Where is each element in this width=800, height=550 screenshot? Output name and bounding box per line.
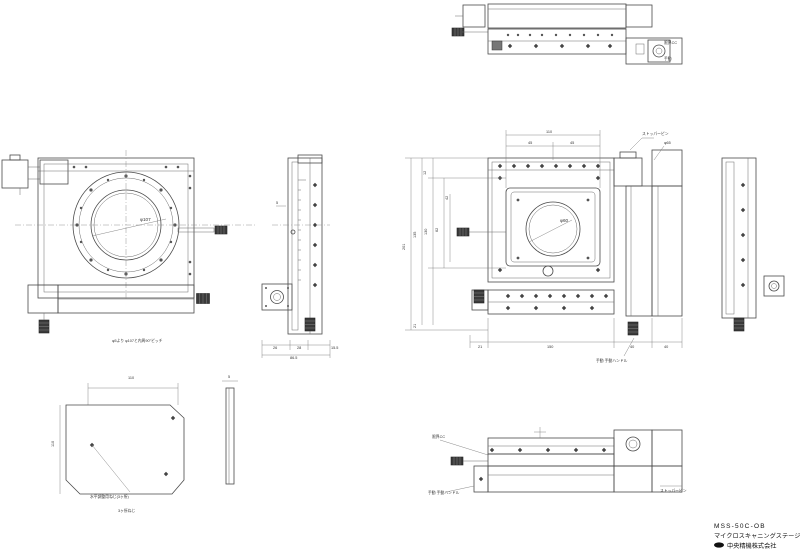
xy-dim-v4: 62	[435, 228, 439, 232]
xy-dim-b3: 40	[630, 345, 634, 349]
plate-height-label: 110	[51, 441, 55, 447]
xy-dim-v2: 135	[413, 232, 417, 238]
top-elevation-view: 限界CC 手動	[451, 3, 683, 65]
rotation-table-holes	[75, 174, 177, 276]
xy-dim-v6: 12	[423, 171, 427, 175]
xy-stage-front-view: 限界CC 手動 手動ハンドル ストッパーピン	[428, 427, 687, 495]
front-callout-2: 手動 手動ハンドル	[428, 490, 460, 495]
product-name: マイクロスキャニングステージ	[714, 532, 800, 540]
plate-thickness-label: 5	[228, 375, 230, 379]
title-block: MSS-50C-OB マイクロスキャニングステージ 中央精機株式会社	[714, 523, 800, 550]
xy-dim-b2: 150	[547, 345, 553, 349]
plate-note-1: 水平調整用ねじ(3ヶ所)	[90, 494, 130, 499]
top-view-hole-row	[506, 33, 614, 49]
xy-dim-h-top: 110	[546, 130, 552, 134]
front-callout-1: 限界CC	[432, 434, 445, 439]
xy-dim-h-right: 45	[570, 141, 574, 145]
xy-dim-b1: 21	[478, 345, 482, 349]
xy-stage-side-view	[721, 157, 785, 332]
xy-callout-3: 手動 手動ハンドル	[596, 358, 628, 363]
plate-width-label: 110	[128, 376, 134, 380]
xy-stage-plan-view: φ60 201 135 130 62 42 12 21 110 45 45	[402, 130, 683, 363]
side-dim-2: 28	[297, 346, 301, 350]
top-view-label-b: 手動	[664, 56, 672, 61]
xy-dim-v3: 130	[424, 229, 428, 235]
xy-dim-v1: 201	[402, 244, 406, 250]
model-number: MSS-50C-OB	[714, 523, 766, 530]
xy-dim-h-left: 45	[528, 141, 532, 145]
side-view-ticks	[298, 182, 318, 288]
xy-dim-v5: 42	[445, 196, 449, 200]
side-dim-3: 15.5	[331, 346, 338, 350]
side-dim-small: 5	[276, 201, 278, 205]
rotation-stage-side-view: 26 28 15.5 86.5 5	[261, 154, 338, 360]
side-dim-1: 26	[273, 346, 277, 350]
left-view-note: φ5より φ107と内周90°ピッチ	[112, 338, 163, 343]
side-dim-total: 86.5	[290, 356, 297, 360]
xy-dim-b4: 40	[664, 345, 668, 349]
plate-note-2: 3ヶ所ねじ	[118, 508, 136, 513]
xy-callout-1: ストッパーピン	[642, 131, 669, 136]
xy-dim-v7: 21	[413, 324, 417, 328]
front-callout-3: ストッパーピン	[660, 488, 687, 493]
company-logo	[714, 542, 724, 548]
rotation-stage-plan-view: φ107 φ5より φ107と内周90°ピッチ	[1, 150, 255, 343]
company-name: 中央精機株式会社	[727, 542, 777, 550]
top-view-label-a: 限界CC	[664, 40, 677, 45]
xy-diameter-label: φ60	[560, 218, 569, 223]
frame-holes	[72, 165, 192, 276]
adapter-plate-view: 110 110 水平調整用ねじ(3ヶ所) 3ヶ所ねじ 5	[51, 375, 238, 513]
rotation-diameter-label: φ107	[140, 217, 151, 222]
xy-callout-2: φ65	[664, 141, 671, 145]
